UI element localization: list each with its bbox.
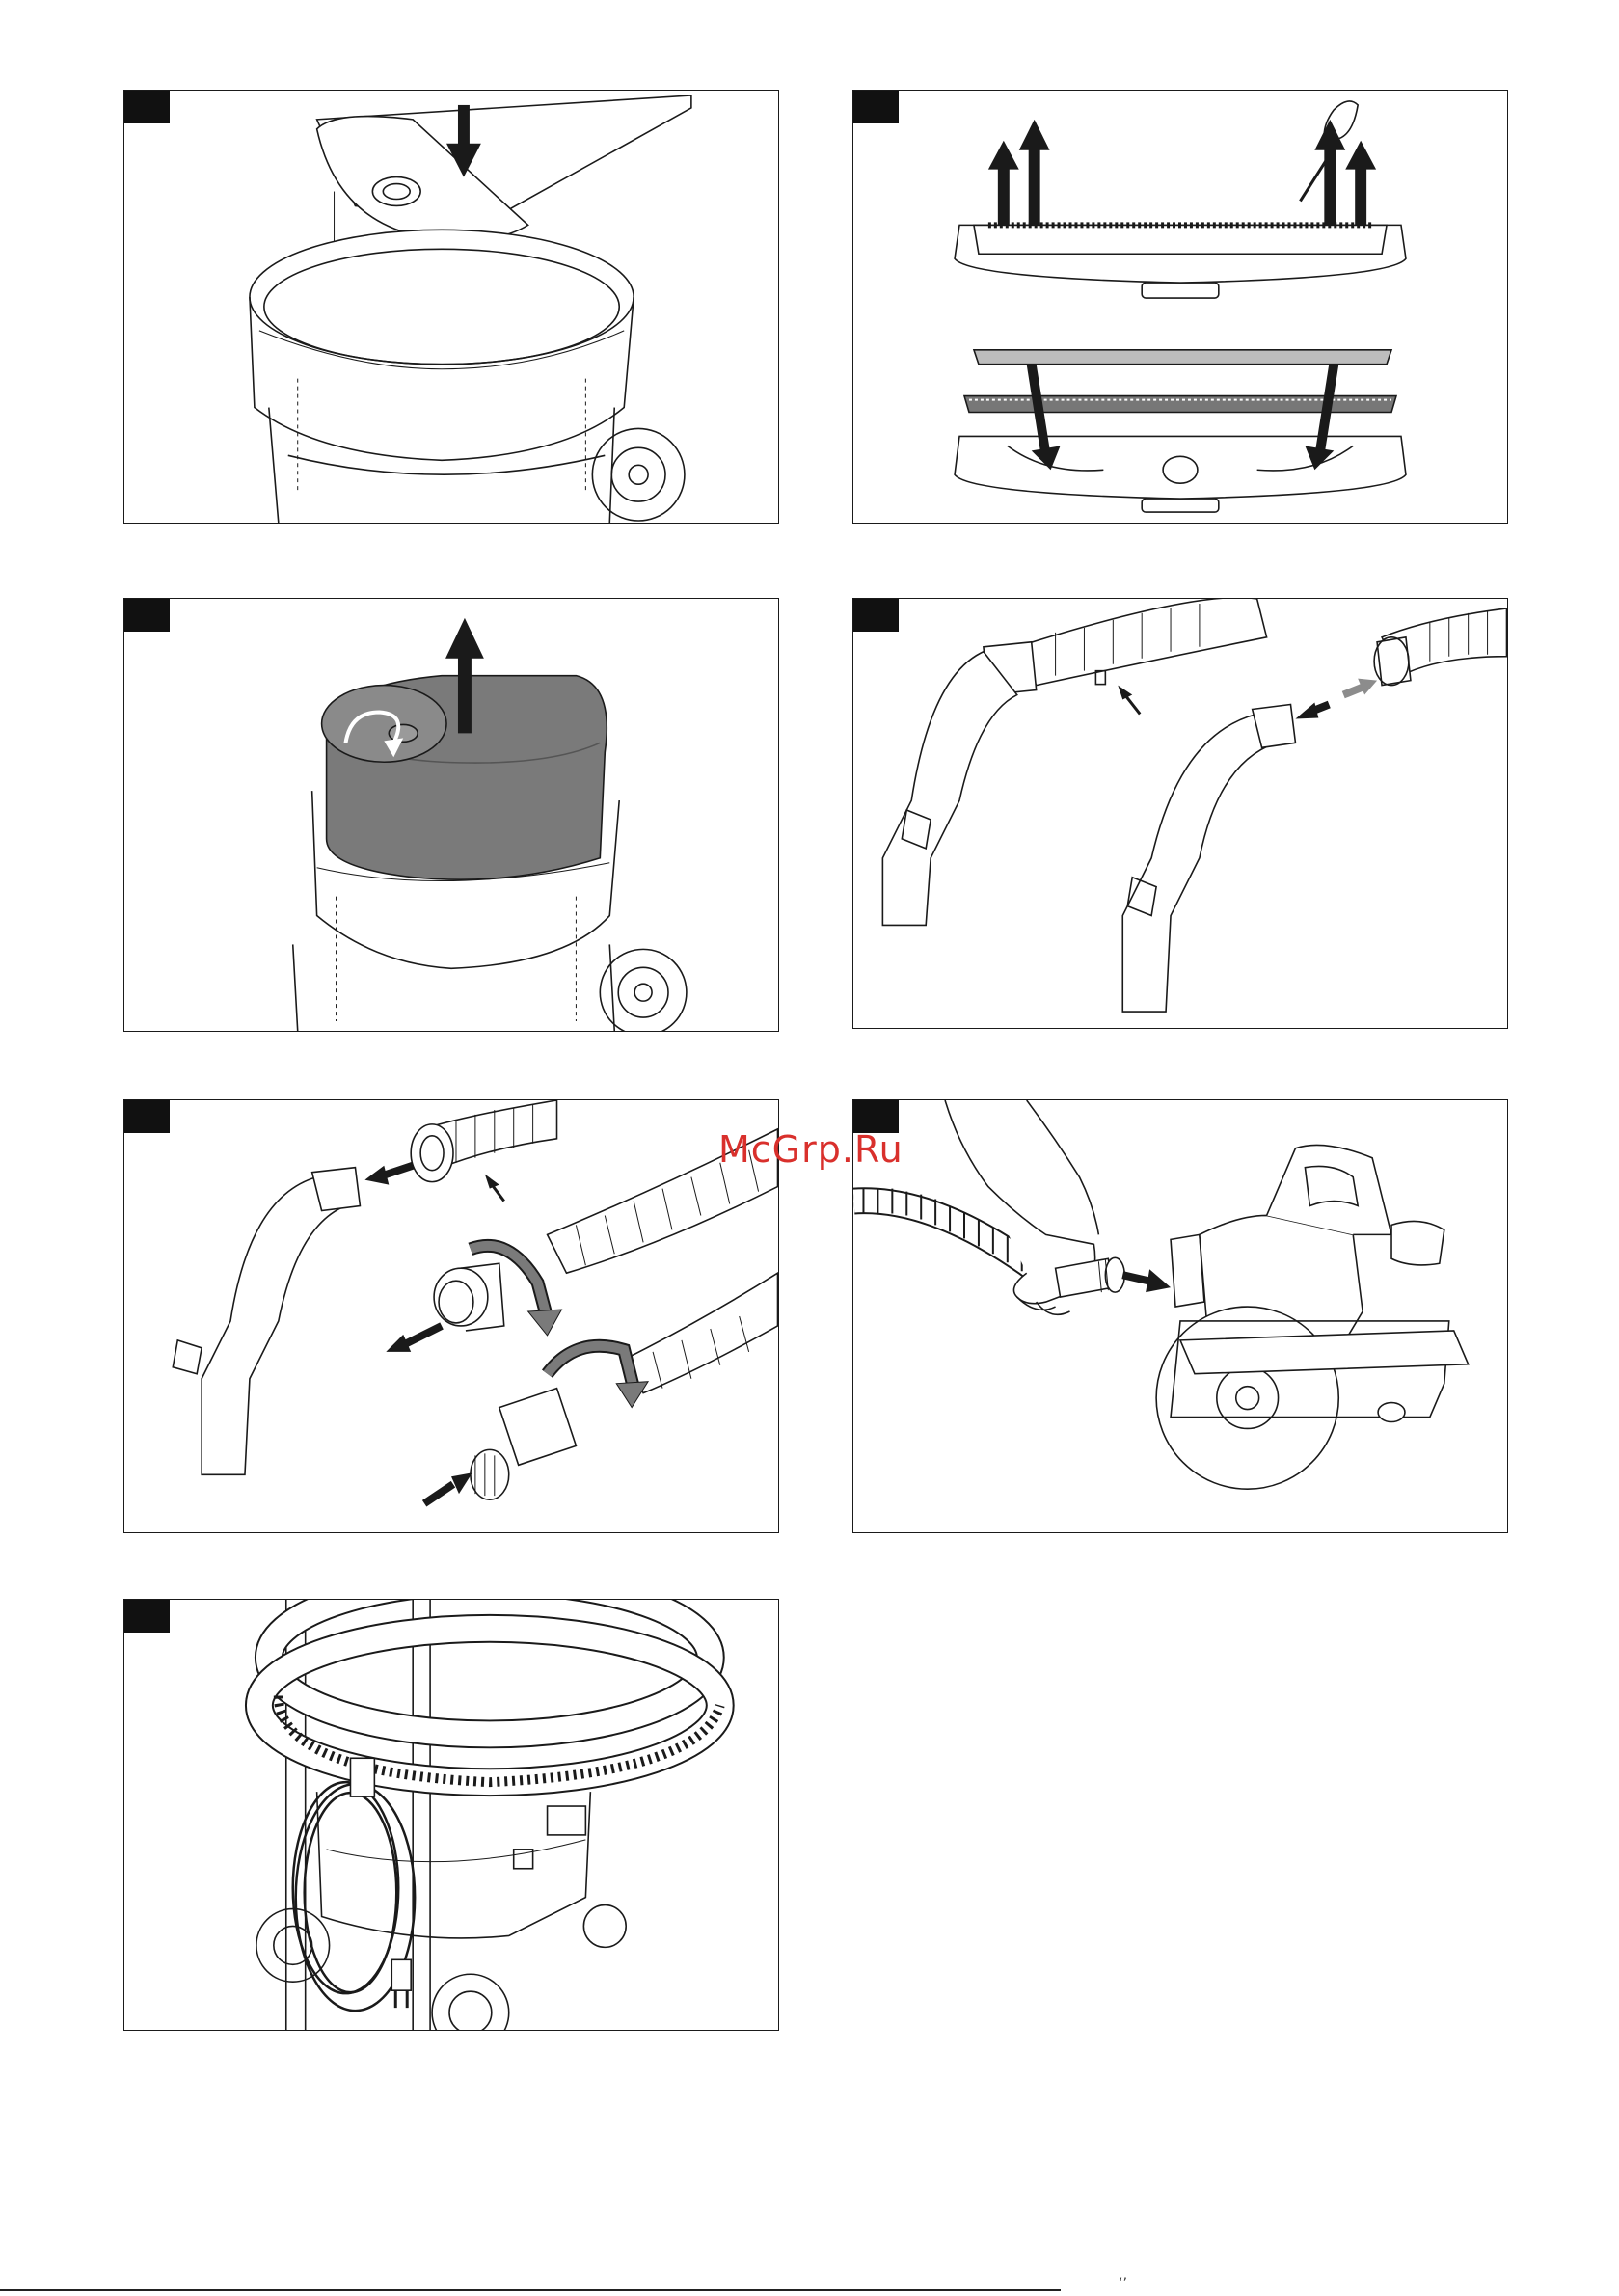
illustration-filter-cover: [124, 599, 778, 1031]
step-number-tab: [853, 599, 899, 632]
panel-power-tool-connection: [852, 1099, 1508, 1533]
panel-storage-cable-hose: [123, 1599, 779, 2031]
step-number-tab: [124, 1600, 170, 1633]
illustration-power-tool: [853, 1100, 1507, 1532]
latch-pointer-icon: [485, 1175, 504, 1202]
watermark-text: McGrp.Ru: [718, 1128, 904, 1171]
footer-rule: [0, 2289, 1061, 2291]
right-arrow-icon: [424, 1472, 472, 1503]
panel-floor-nozzle-strips: [852, 90, 1508, 524]
illustration-storage: [124, 1600, 778, 2030]
double-arrow-icon: [1295, 679, 1377, 719]
step-number-tab: [124, 599, 170, 632]
step-number-tab: [124, 1100, 170, 1133]
illustration-filter-bag: [124, 91, 778, 523]
illustration-hose-handle: [853, 599, 1507, 1028]
step-number-tab: [124, 91, 170, 123]
step-number-tab: [853, 91, 899, 123]
panel-filter-cover-remove: [123, 598, 779, 1032]
illustration-floor-nozzle: [853, 91, 1507, 523]
illustration-hose-adapter: [124, 1100, 778, 1532]
footer-mark: ‘’: [1119, 2276, 1127, 2291]
left-arrow-icon: [364, 1166, 442, 1352]
panel-hose-handle-detach: [852, 598, 1508, 1029]
panel-filter-bag-insert: [123, 90, 779, 524]
right-arrow-icon: [1122, 1269, 1171, 1292]
latch-pointer-icon: [1118, 686, 1140, 715]
panel-hose-adapter-change: [123, 1099, 779, 1533]
